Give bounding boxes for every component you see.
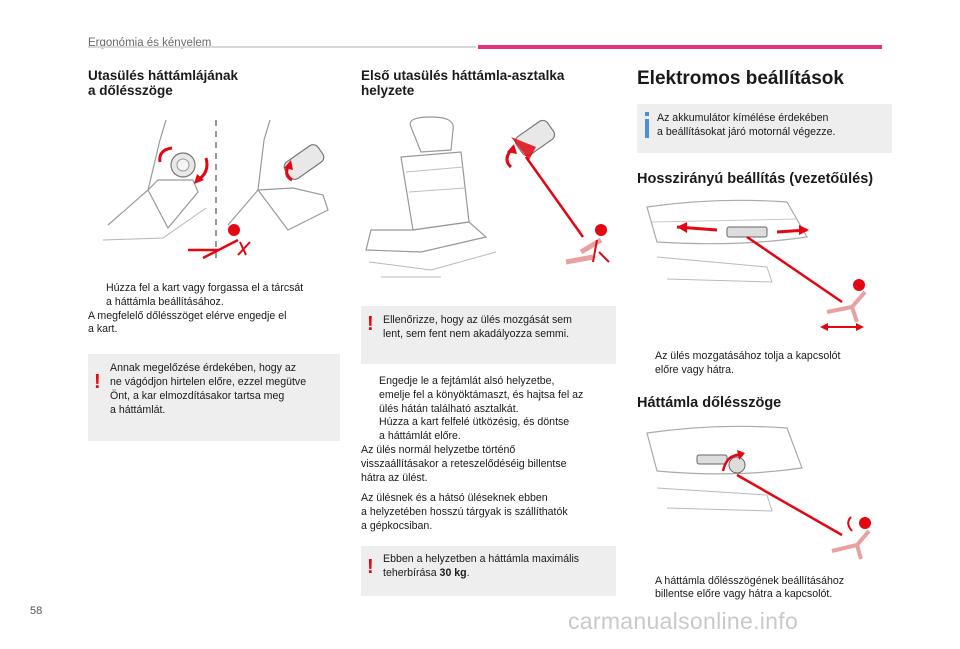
warning-box: ! Ebben a helyzetben a háttámla maximáli… xyxy=(361,545,616,596)
info-line: Az akkumulátor kímélése érdekében xyxy=(657,112,829,124)
instruction-bullet: Húzza a kart felfelé ütközésig, és dönts… xyxy=(361,416,616,444)
column-seat-table: Első utasülés háttámla-asztalka helyzete… xyxy=(361,60,616,596)
warning-line: Annak megelőzése érdekében, hogy az xyxy=(110,362,297,375)
warning-line: Ellenőrizze, hogy az ülés mozgását sem xyxy=(383,314,573,326)
paragraph-line: a gépkocsiban. xyxy=(361,519,433,532)
warning-line: a háttámlát. xyxy=(110,403,166,416)
warning-text: Ebben a helyzetben a háttámla maximális … xyxy=(383,553,579,588)
bullet-mark-icon xyxy=(88,282,106,310)
bullet-text-line: Az ülés mozgatásához tolja a kapcsolót xyxy=(655,350,841,362)
warning-icon: ! xyxy=(367,313,374,335)
max-load-value: 30 kg xyxy=(439,566,467,579)
instruction-paragraph: Az ülésnek és a hátsó üléseknek ebben a … xyxy=(361,492,616,533)
paragraph-line: Az ülésnek és a hátsó üléseknek ebben xyxy=(361,492,548,505)
seat-table-illustration xyxy=(365,116,610,278)
instruction-bullet: A háttámla dőlésszögének beállításához b… xyxy=(637,575,892,603)
backrest-lever-illustration xyxy=(102,119,329,260)
paragraph-line: a helyzetében hosszú tárgyak is szállíth… xyxy=(361,506,568,519)
warning-text: Annak megelőzése érdekében, hogy az ne v… xyxy=(110,362,306,433)
paragraph-line: Az ülés normál helyzetbe történő xyxy=(361,443,516,456)
warning-text: Ellenőrizze, hogy az ülés mozgását sem l… xyxy=(383,314,572,356)
header-rule xyxy=(88,46,476,48)
warning-line: Ebben a helyzetben a háttámla maximális xyxy=(383,552,580,565)
paragraph-line: a kart. xyxy=(88,323,118,336)
title-line-1: Utasülés háttámlájának xyxy=(88,68,239,83)
bullet-mark-icon xyxy=(361,375,379,416)
title-line-2: helyzete xyxy=(361,83,415,98)
bullet-text-line: Engedje le a fejtámlát alsó helyzetbe, xyxy=(379,375,555,387)
warning-line: lent, sem fent nem akadályozza semmi. xyxy=(383,327,570,340)
paragraph-line: hátra az ülést. xyxy=(361,471,428,484)
subsection-title-backrest-angle: Háttámla dőlésszöge xyxy=(637,394,782,411)
warning-line: Önt, a kar elmozdításakor tartsa meg xyxy=(110,389,285,402)
bullet-text-line: billentse előre vagy hátra a kapcsolót. xyxy=(655,588,833,601)
section-title-passenger-backrest: Utasülés háttámlájának a dőlésszöge xyxy=(88,68,340,98)
subsection-title-longitudinal: Hosszirányú beállítás (vezetőülés) xyxy=(637,171,874,187)
title-line-1: Első utasülés háttámla-asztalka xyxy=(361,68,565,83)
warning-icon: ! xyxy=(94,371,101,394)
warning-box: ! Ellenőrizze, hogy az ülés mozgását sem… xyxy=(361,306,616,364)
warning-line: ne vágódjon hirtelen előre, ezzel megütv… xyxy=(110,375,307,388)
illustration-backrest-lever xyxy=(88,110,340,270)
header-accent-bar xyxy=(478,45,882,49)
warning-icon: ! xyxy=(367,555,374,578)
column-passenger-backrest: Utasülés háttámlájának a dőlésszöge xyxy=(88,60,340,442)
paragraph-line: visszaállításakor a reteszelődéséig bill… xyxy=(361,457,567,470)
section-title-seat-table: Első utasülés háttámla-asztalka helyzete xyxy=(361,68,616,98)
backrest-switch-illustration xyxy=(646,425,871,560)
bullet-mark-icon xyxy=(637,350,655,378)
instruction-paragraph: A megfelelő dőlésszöget elérve engedje e… xyxy=(88,310,340,338)
bullet-text-line: emelje fel a könyöktámaszt, és hajtsa fe… xyxy=(379,388,584,401)
bullet-text-line: A háttámla dőlésszögének beállításához xyxy=(655,574,845,587)
illustration-backrest-switch xyxy=(637,423,892,563)
title-line-2: a dőlésszöge xyxy=(88,83,173,98)
bullet-mark-icon xyxy=(361,416,379,444)
instruction-bullet: Húzza fel a kart vagy forgassa el a tárc… xyxy=(88,282,340,310)
section-title-electric: Elektromos beállítások xyxy=(637,68,844,89)
warning-line: teherbírása xyxy=(383,566,440,579)
bullet-text-line: Húzza fel a kart vagy forgassa el a tárc… xyxy=(106,282,304,294)
warning-box: ! Annak megelőzése érdekében, hogy az ne… xyxy=(88,354,340,442)
info-line: a beállításokat járó motornál végezze. xyxy=(657,125,836,138)
instruction-paragraph: Az ülés normál helyzetbe történő visszaá… xyxy=(361,444,616,485)
column-electric-adjustment: Elektromos beállítások Az akkumulátor kí… xyxy=(637,60,892,602)
bullet-text-line: a háttámlát előre. xyxy=(379,430,461,443)
bullet-text-line: a háttámla beállításához. xyxy=(106,295,224,308)
illustration-seat-table xyxy=(361,112,616,282)
info-box: Az akkumulátor kímélése érdekében a beál… xyxy=(637,104,892,153)
bullet-text-line: ülés hátán található asztalkát. xyxy=(379,402,519,415)
illustration-longitudinal-switch xyxy=(637,197,892,337)
longitudinal-switch-illustration xyxy=(646,199,867,331)
warning-suffix: . xyxy=(466,566,470,579)
watermark-text: carmanualsonline.info xyxy=(568,608,799,634)
instruction-bullet: Engedje le a fejtámlát alsó helyzetbe, e… xyxy=(361,375,616,416)
bullet-text-line: előre vagy hátra. xyxy=(655,363,734,376)
info-icon xyxy=(643,112,657,145)
bullet-text-line: Húzza a kart felfelé ütközésig, és dönts… xyxy=(379,416,570,429)
instruction-bullet: Az ülés mozgatásához tolja a kapcsolót e… xyxy=(637,350,892,378)
paragraph-line: A megfelelő dőlésszöget elérve engedje e… xyxy=(88,309,287,322)
info-text: Az akkumulátor kímélése érdekében a beál… xyxy=(657,112,835,145)
page-number: 58 xyxy=(30,605,43,617)
bullet-mark-icon xyxy=(637,575,655,603)
